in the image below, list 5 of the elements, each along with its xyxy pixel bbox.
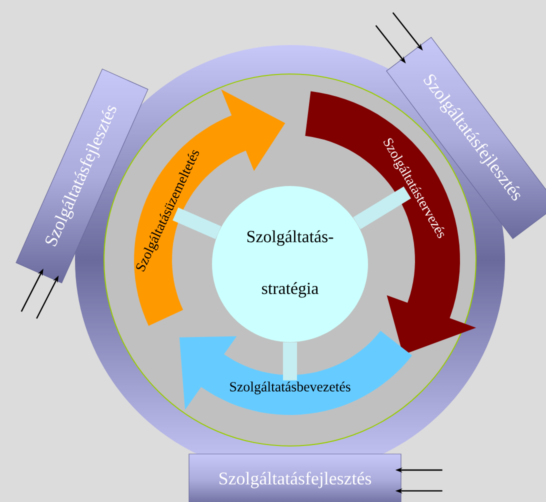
spoke: [353, 186, 411, 230]
phase-segment: Szolgáltatásbevezetés: [179, 330, 412, 415]
banner: Szolgáltatásfejlesztés: [188, 454, 402, 502]
spoke: [283, 342, 297, 380]
spoke: [172, 208, 222, 240]
